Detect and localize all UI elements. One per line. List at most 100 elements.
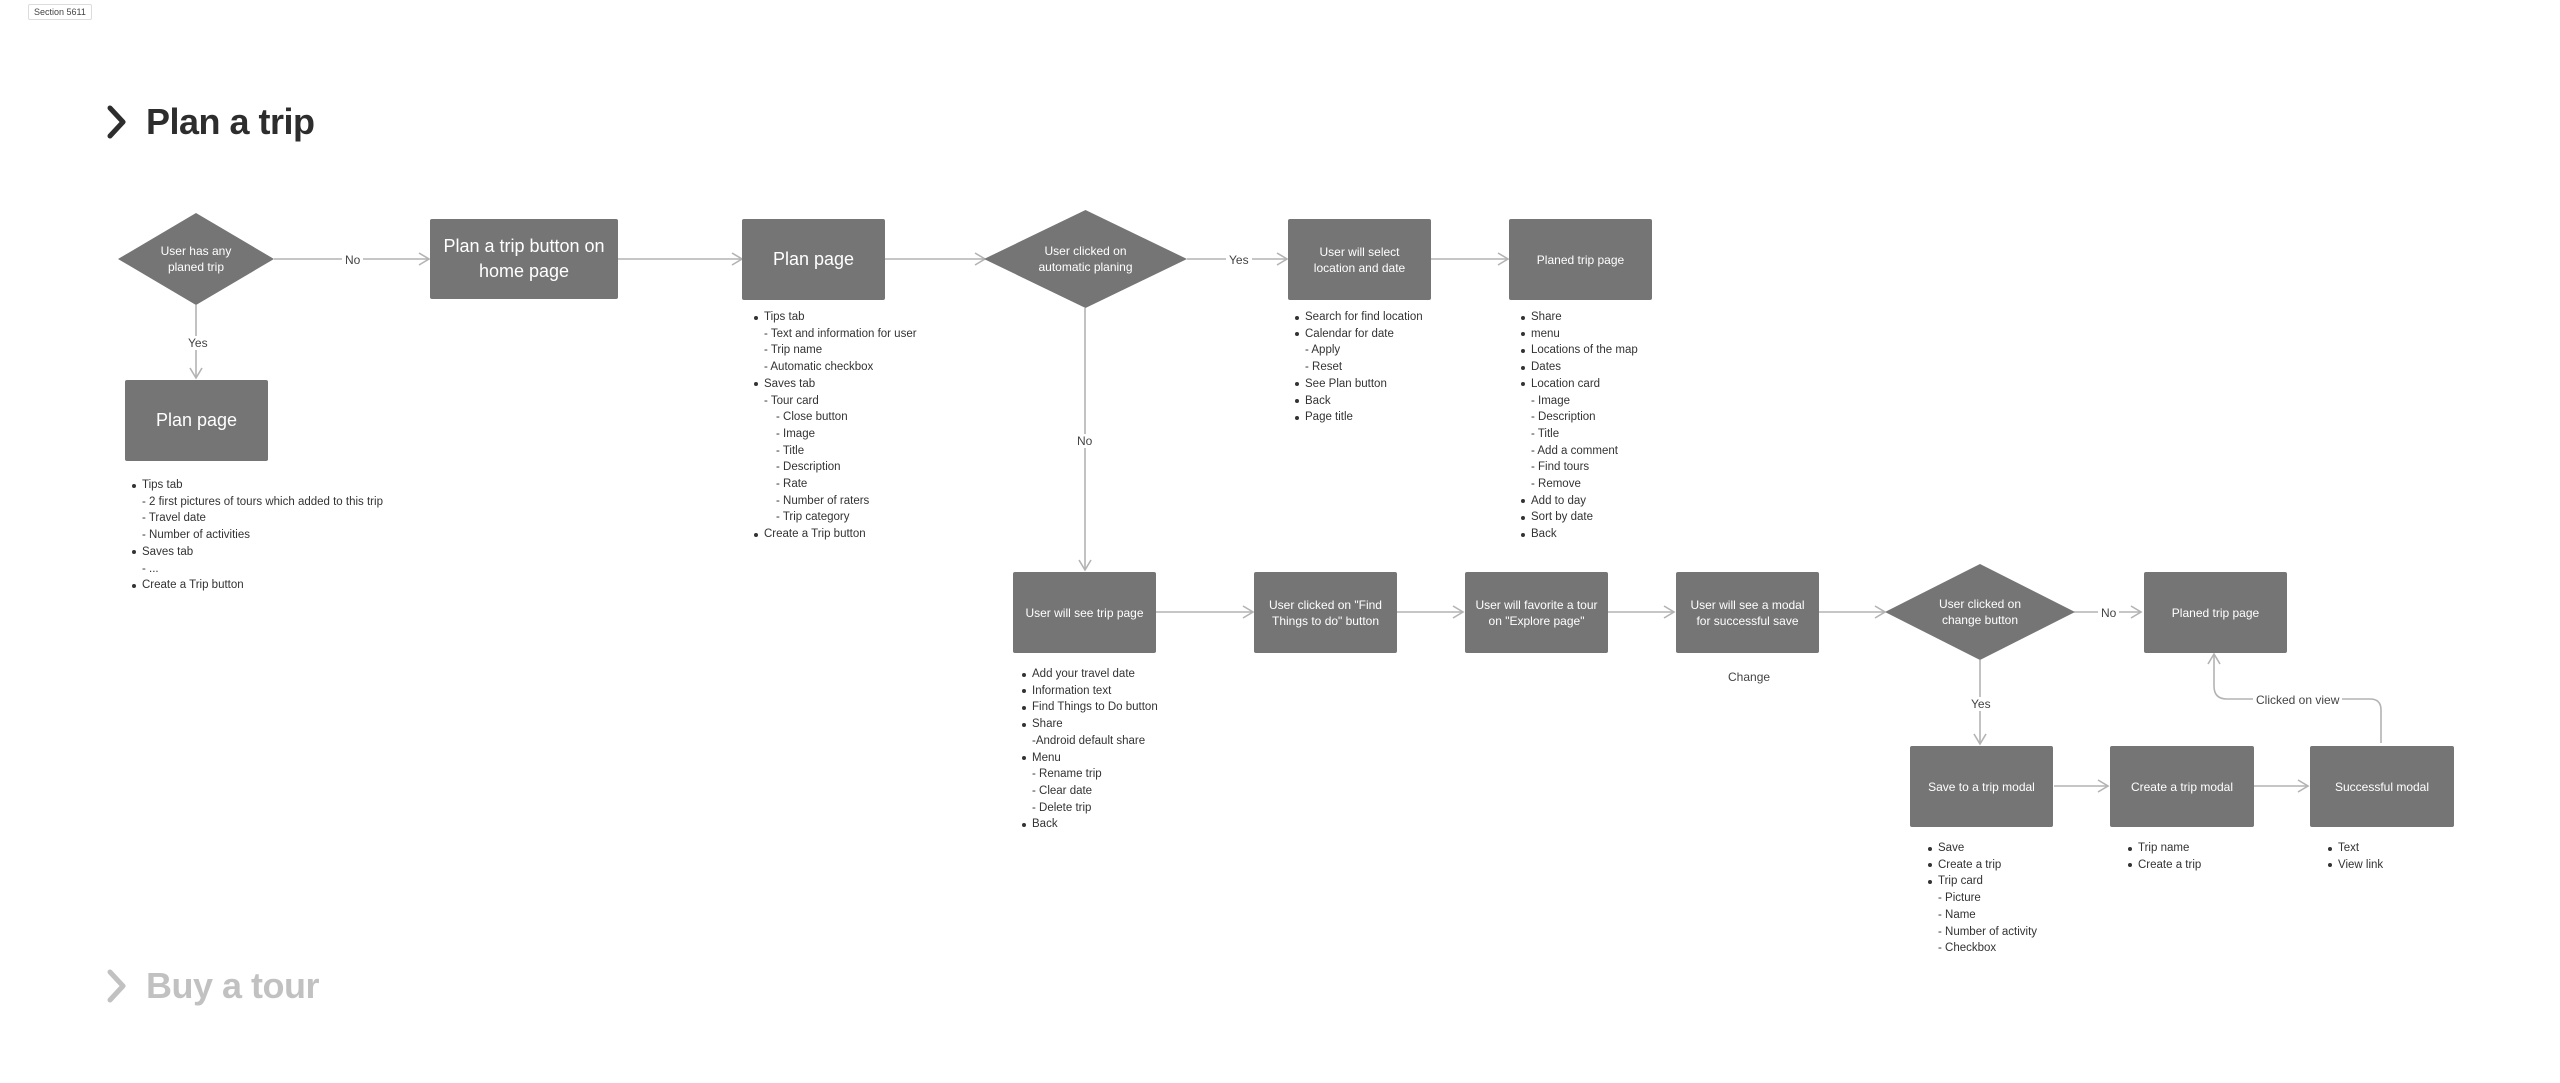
note-item: - Picture: [1938, 892, 1981, 905]
note-item: - ...: [142, 562, 159, 575]
note-item: - Text and information for user: [764, 327, 917, 340]
note-item: - Add a comment: [1531, 444, 1618, 457]
note-item: - 2 first pictures of tours which added …: [142, 495, 383, 508]
note-item: - Number of raters: [776, 494, 870, 507]
label-no: No: [2098, 606, 2120, 620]
node-successful-modal[interactable]: Successful modal: [2310, 746, 2454, 827]
note-item: - Trip name: [764, 344, 823, 357]
note-item: Dates: [1519, 359, 1638, 376]
note-item: See Plan button: [1293, 376, 1423, 393]
note-item: Trip name: [2126, 840, 2201, 857]
heading-buy-a-tour[interactable]: Buy a tour: [104, 965, 320, 1007]
node-save-to-trip-modal[interactable]: Save to a trip modal: [1910, 746, 2053, 827]
note-item: Trip card: [1926, 873, 2037, 890]
note-item: - Rate: [776, 478, 808, 491]
label-no: No: [342, 253, 364, 267]
note-item: Find Things to Do button: [1020, 699, 1158, 716]
note-item: - Title: [776, 444, 805, 457]
note-item: Create a Trip button: [130, 577, 383, 594]
note-item: - Title: [1531, 427, 1560, 440]
note-item: Menu: [1020, 750, 1158, 767]
node-see-trip-page[interactable]: User will see trip page: [1013, 572, 1156, 653]
note-item: Calendar for date: [1293, 326, 1423, 343]
note-item: Locations of the map: [1519, 342, 1638, 359]
decision-change-button[interactable]: User clicked on change button: [1884, 563, 2076, 661]
label-change: Change: [1728, 670, 1771, 684]
node-planed-trip-right[interactable]: Planed trip page: [2144, 572, 2287, 653]
note-item: Add your travel date: [1020, 666, 1158, 683]
note-item: - Close button: [776, 411, 848, 424]
note-item: - Reset: [1305, 361, 1343, 374]
label-yes: Yes: [185, 336, 211, 350]
notes-plan-page-left: Tips tab- 2 first pictures of tours whic…: [130, 477, 383, 594]
chevron-right-icon: [107, 969, 126, 1003]
node-select-location[interactable]: User will select location and date: [1288, 219, 1431, 300]
node-plan-page-left[interactable]: Plan page: [125, 380, 268, 461]
note-item: Create a Trip button: [752, 526, 917, 543]
label-no: No: [1074, 434, 1096, 448]
heading-title: Plan a trip: [146, 101, 315, 142]
note-item: - Rename trip: [1032, 768, 1102, 781]
note-item: - Trip category: [776, 511, 850, 524]
note-item: - Description: [1531, 411, 1596, 424]
note-item: - Checkbox: [1938, 942, 1997, 955]
node-plan-trip-button[interactable]: Plan a trip button on home page: [430, 219, 618, 299]
node-plan-page-top[interactable]: Plan page: [742, 219, 885, 300]
node-create-trip-modal[interactable]: Create a trip modal: [2110, 746, 2254, 827]
note-item: Sort by date: [1519, 509, 1638, 526]
note-item: - Travel date: [142, 512, 206, 525]
heading-plan-a-trip[interactable]: Plan a trip: [104, 101, 315, 143]
note-item: Create a trip: [2126, 857, 2201, 874]
note-item: - Remove: [1531, 478, 1581, 491]
note-item: - Clear date: [1032, 784, 1093, 797]
note-item: - Image: [776, 427, 815, 440]
note-item: Saves tab: [130, 544, 383, 561]
note-item: Add to day: [1519, 493, 1638, 510]
note-item: Information text: [1020, 683, 1158, 700]
note-item: Share: [1519, 309, 1638, 326]
note-item: - Description: [776, 461, 841, 474]
note-item: View link: [2326, 857, 2383, 874]
note-item: - Name: [1938, 908, 1976, 921]
note-item: - Delete trip: [1032, 801, 1092, 814]
note-item: - Number of activities: [142, 529, 251, 542]
note-item: menu: [1519, 326, 1638, 343]
note-item: - Automatic checkbox: [764, 361, 874, 374]
note-item: Create a trip: [1926, 857, 2037, 874]
note-item: Back: [1293, 393, 1423, 410]
note-item: Save: [1926, 840, 2037, 857]
note-item: Location card: [1519, 376, 1638, 393]
note-item: Saves tab: [752, 376, 917, 393]
node-find-things[interactable]: User clicked on "Find Things to do" butt…: [1254, 572, 1397, 653]
note-item: Search for find location: [1293, 309, 1423, 326]
node-successful-save-modal[interactable]: User will see a modal for successful sav…: [1676, 572, 1819, 653]
decision-has-planed-trip[interactable]: User has any planed trip: [117, 212, 275, 306]
note-item: - Tour card: [764, 394, 819, 407]
node-planed-trip-top[interactable]: Planed trip page: [1509, 219, 1652, 300]
note-item: - Number of activity: [1938, 925, 2038, 938]
note-item: Tips tab: [752, 309, 917, 326]
note-item: Tips tab: [130, 477, 383, 494]
note-item: Text: [2326, 840, 2383, 857]
label-yes: Yes: [1968, 697, 1994, 711]
heading-title: Buy a tour: [146, 965, 320, 1006]
note-item: - Apply: [1305, 344, 1341, 357]
notes-plan-page-top: Tips tab- Text and information for user -…: [752, 309, 917, 543]
decision-automatic-planing[interactable]: User clicked on automatic planing: [983, 209, 1188, 309]
node-favorite-tour[interactable]: User will favorite a tour on "Explore pa…: [1465, 572, 1608, 653]
section-label[interactable]: Section 5611: [28, 4, 92, 20]
note-item: -Android default share: [1032, 734, 1146, 747]
note-item: Back: [1020, 816, 1158, 833]
note-item: Page title: [1293, 409, 1423, 426]
note-item: - Find tours: [1531, 461, 1590, 474]
note-item: Share: [1020, 716, 1158, 733]
label-yes: Yes: [1226, 253, 1252, 267]
note-item: - Image: [1531, 394, 1570, 407]
